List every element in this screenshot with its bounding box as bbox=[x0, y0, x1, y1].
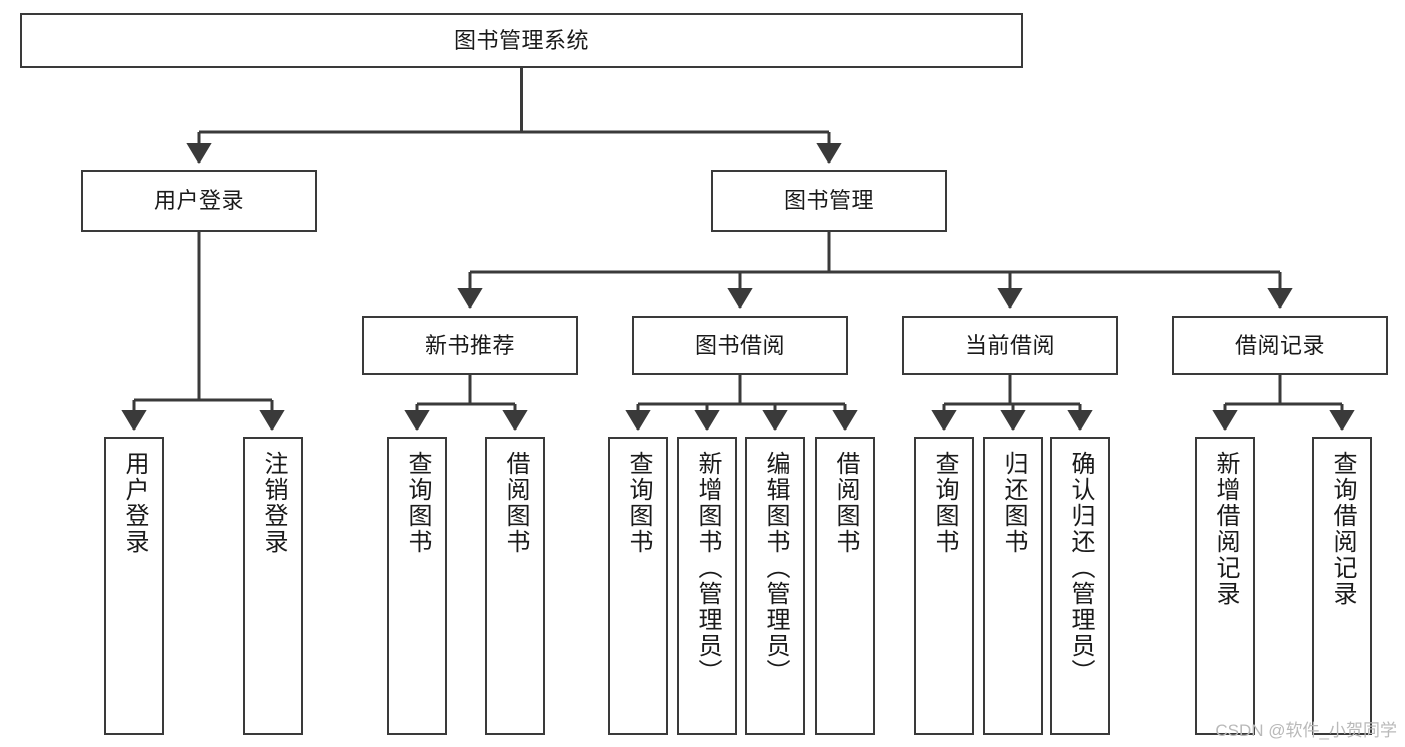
node-borrow-record-label: 借阅记录 bbox=[1234, 332, 1325, 358]
node-book-manage-label: 图书管理 bbox=[783, 188, 874, 214]
node-current-borrow-label: 当前借阅 bbox=[964, 332, 1055, 358]
node-book-borrow-label: 图书借阅 bbox=[694, 332, 785, 358]
edge-group-user-login bbox=[121, 232, 285, 432]
node-user-login-label: 用户登录 bbox=[153, 188, 244, 214]
node-new-book-rec-label: 新书推荐 bbox=[424, 332, 515, 358]
node-leaf-logout-label: 注销登录 bbox=[260, 451, 287, 555]
edge-group-borrow-record bbox=[1212, 375, 1355, 432]
node-root[interactable]: 图书管理系统 bbox=[20, 13, 1023, 68]
edge-group-book-manage bbox=[457, 232, 1293, 310]
node-leaf-add-book[interactable]: 新增图书（管理员） bbox=[677, 437, 737, 735]
node-new-book-rec[interactable]: 新书推荐 bbox=[362, 316, 578, 375]
node-leaf-add-record[interactable]: 新增借阅记录 bbox=[1195, 437, 1255, 735]
node-leaf-query-book-1-label: 查询图书 bbox=[404, 451, 431, 555]
edge-group-new-book-rec bbox=[404, 375, 528, 432]
node-leaf-query-record-label: 查询借阅记录 bbox=[1329, 451, 1356, 607]
node-leaf-return-book-label: 归还图书 bbox=[1000, 451, 1027, 555]
node-leaf-confirm-return-label: 确认归还（管理员） bbox=[1067, 451, 1094, 685]
node-leaf-logout[interactable]: 注销登录 bbox=[243, 437, 303, 735]
node-root-label: 图书管理系统 bbox=[453, 27, 589, 53]
node-leaf-add-book-label: 新增图书（管理员） bbox=[694, 451, 721, 685]
node-book-manage[interactable]: 图书管理 bbox=[711, 170, 947, 232]
node-borrow-record[interactable]: 借阅记录 bbox=[1172, 316, 1388, 375]
node-leaf-borrow-book-2[interactable]: 借阅图书 bbox=[815, 437, 875, 735]
node-user-login[interactable]: 用户登录 bbox=[81, 170, 317, 232]
node-leaf-borrow-book-1-label: 借阅图书 bbox=[502, 451, 529, 555]
node-leaf-add-record-label: 新增借阅记录 bbox=[1212, 451, 1239, 607]
node-leaf-return-book[interactable]: 归还图书 bbox=[983, 437, 1043, 735]
node-leaf-query-book-3-label: 查询图书 bbox=[931, 451, 958, 555]
node-leaf-query-book-2[interactable]: 查询图书 bbox=[608, 437, 668, 735]
watermark: CSDN @软件_小贺同学 bbox=[1215, 721, 1397, 740]
edge-group-book-borrow bbox=[625, 375, 858, 432]
node-leaf-query-record[interactable]: 查询借阅记录 bbox=[1312, 437, 1372, 735]
edge-group-root bbox=[186, 68, 842, 165]
node-leaf-borrow-book-2-label: 借阅图书 bbox=[832, 451, 859, 555]
node-leaf-query-book-1[interactable]: 查询图书 bbox=[387, 437, 447, 735]
node-leaf-query-book-3[interactable]: 查询图书 bbox=[914, 437, 974, 735]
node-leaf-edit-book-label: 编辑图书（管理员） bbox=[762, 451, 789, 685]
node-current-borrow[interactable]: 当前借阅 bbox=[902, 316, 1118, 375]
node-leaf-confirm-return[interactable]: 确认归还（管理员） bbox=[1050, 437, 1110, 735]
node-leaf-query-book-2-label: 查询图书 bbox=[625, 451, 652, 555]
node-leaf-user-login-label: 用户登录 bbox=[121, 451, 148, 555]
node-leaf-borrow-book-1[interactable]: 借阅图书 bbox=[485, 437, 545, 735]
node-leaf-edit-book[interactable]: 编辑图书（管理员） bbox=[745, 437, 805, 735]
edge-group-current-borrow bbox=[931, 375, 1093, 432]
node-leaf-user-login[interactable]: 用户登录 bbox=[104, 437, 164, 735]
node-book-borrow[interactable]: 图书借阅 bbox=[632, 316, 848, 375]
